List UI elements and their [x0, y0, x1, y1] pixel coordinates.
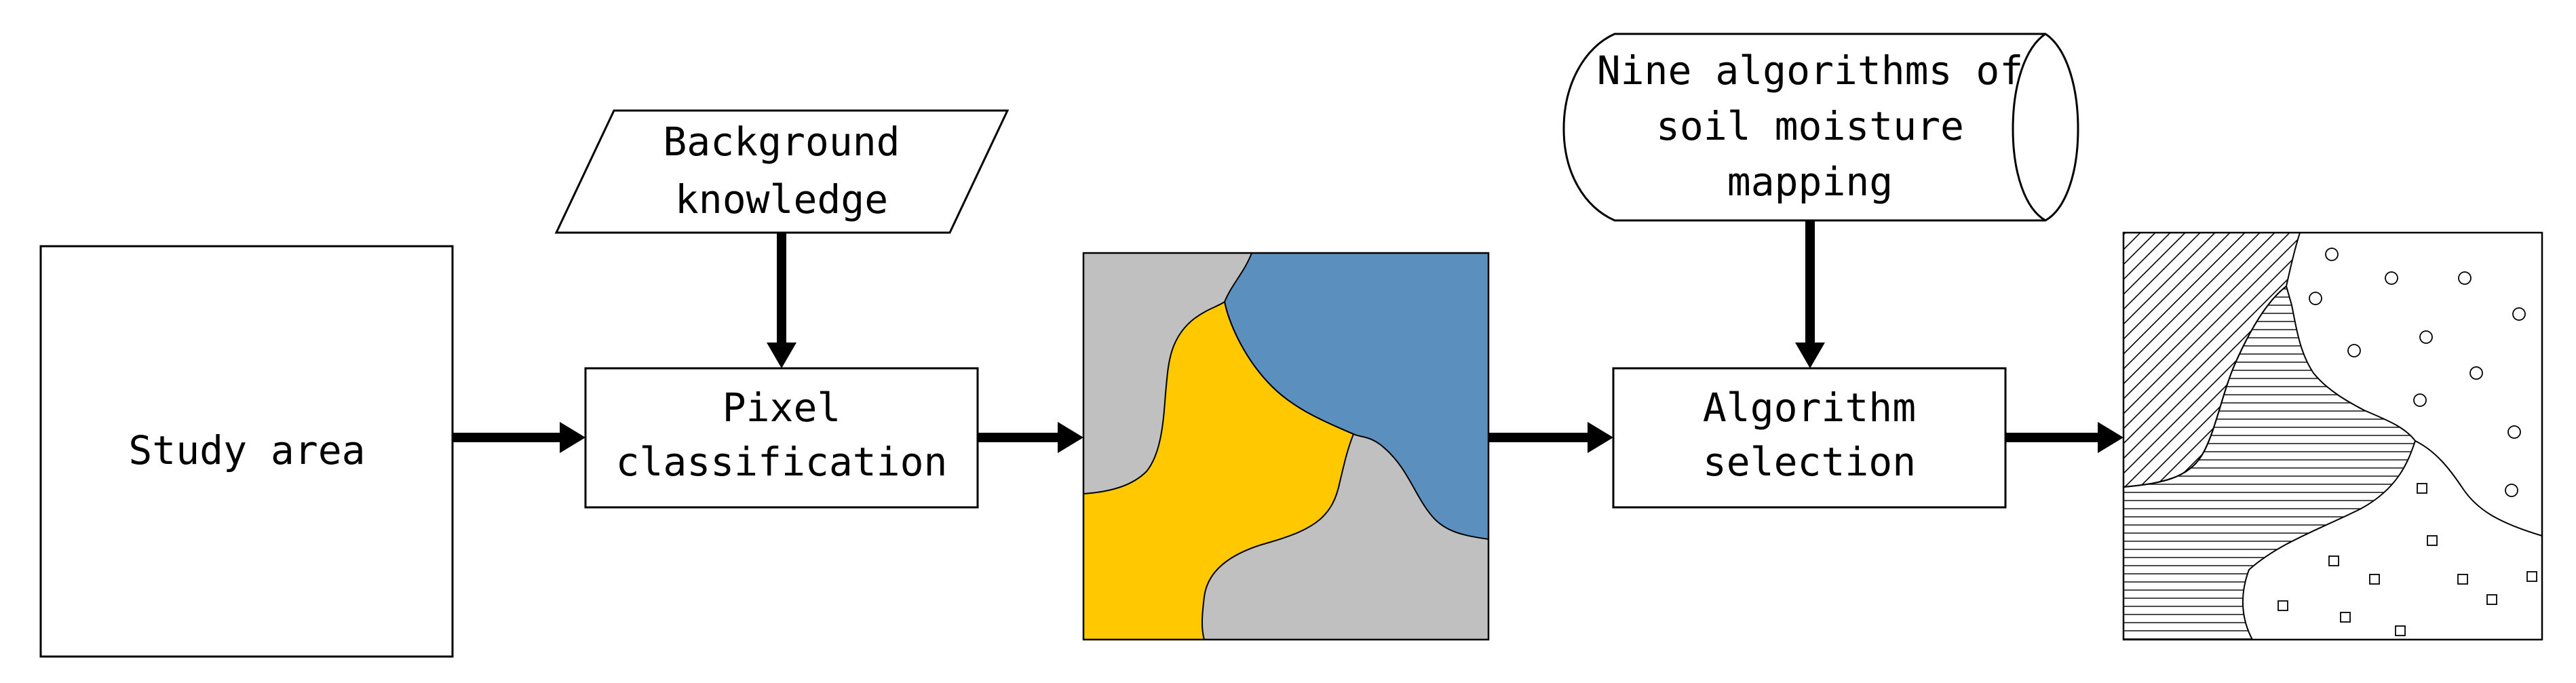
study-area-label: Study area	[128, 427, 365, 473]
algorithm-selection-node: Algorithm selection	[1612, 367, 2007, 509]
square-symbols	[2277, 483, 2537, 636]
nine-algorithms-line-3: mapping	[1727, 159, 1893, 205]
study-area-node: Study area	[39, 245, 454, 658]
arrow-knowledge-to-pixel	[767, 233, 796, 368]
nine-algorithms-line-2: soil moisture	[1656, 103, 1964, 149]
background-knowledge-line-1: Background	[663, 119, 900, 165]
arrow-pixel-to-map	[978, 422, 1083, 453]
pixel-classification-line-1: Pixel	[723, 385, 841, 431]
algorithm-selection-line-1: Algorithm	[1703, 385, 1916, 431]
yellow-class-region	[1083, 300, 1355, 640]
pixel-classification-line-2: classification	[616, 439, 948, 485]
arrow-study-to-pixel	[453, 422, 585, 453]
circle-symbols	[2309, 248, 2526, 497]
arrow-selection-to-result	[2005, 422, 2123, 453]
background-knowledge-node: Background knowledge	[554, 109, 1010, 234]
diagonal-hatch-region	[2123, 232, 2301, 488]
nine-algorithms-line-1: Nine algorithms of	[1597, 47, 2024, 94]
arrow-map-to-selection	[1488, 422, 1613, 453]
background-knowledge-line-2: knowledge	[675, 176, 888, 222]
pixel-classification-node: Pixel classification	[584, 367, 979, 509]
algorithm-selection-line-2: selection	[1703, 439, 1916, 485]
arrow-algorithms-to-selection	[1795, 220, 1825, 368]
nine-algorithms-node: Nine algorithms of soil moisture mapping	[1562, 33, 2079, 222]
classified-map	[1082, 252, 1490, 641]
soil-moisture-map	[2122, 231, 2543, 641]
